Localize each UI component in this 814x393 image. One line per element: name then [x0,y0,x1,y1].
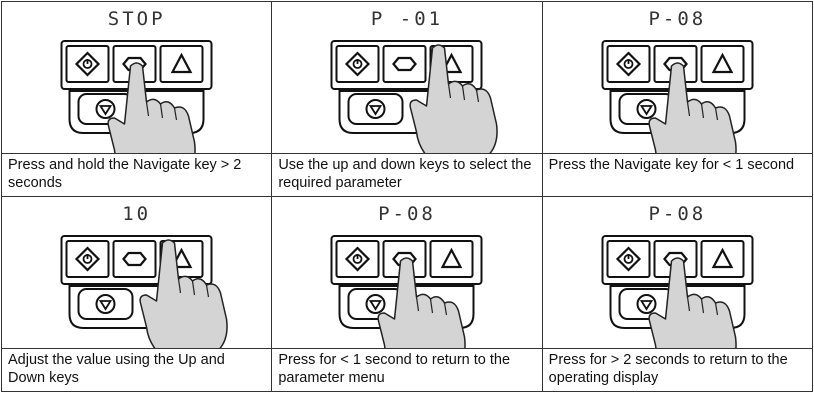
keypad-illustration [330,235,483,348]
step-caption: Press for < 1 second to return to the pa… [271,348,543,392]
down-icon [636,294,657,314]
lcd-display: STOP [107,8,166,30]
keypad-illustration [330,40,499,153]
lcd-display: P-08 [378,203,436,225]
figure-row-2: 10 P-08 P-08 [0,196,814,349]
caption-row-2: Adjust the value using the Up and Down k… [0,348,814,392]
navigate-icon [392,56,418,72]
step-caption: Adjust the value using the Up and Down k… [0,348,273,392]
step-figure: STOP [0,1,273,154]
step-figure: P-08 [271,196,543,349]
up-icon [711,52,733,74]
step-figure: 10 [0,196,273,349]
pointing-hand-icon [648,62,737,153]
figure-row-1: STOP P -01 P-08 [0,1,814,154]
down-icon [365,294,386,314]
down-icon [95,294,116,314]
keypad-illustration [601,235,754,348]
pointing-hand-icon [139,239,228,348]
up-icon [441,247,463,269]
down-key [347,93,404,125]
step-figure: P-08 [541,1,814,154]
pointing-hand-icon [409,44,499,153]
pointing-hand-icon [107,62,196,153]
step-figure: P-08 [541,196,814,349]
lcd-display: P-08 [648,8,707,30]
up-icon [711,247,733,269]
step-caption: Use the up and down keys to select the r… [271,153,543,197]
step-figure: P -01 [271,1,543,154]
lcd-display: P -01 [370,8,444,30]
up-icon [170,52,193,74]
keypad-illustration [601,40,754,153]
pointing-hand-icon [648,257,737,348]
down-key [77,288,134,320]
keypad-illustration [60,40,213,153]
step-caption: Press for > 2 seconds to return to the o… [541,348,814,392]
down-icon [636,99,657,119]
step-caption: Press and hold the Navigate key > 2 seco… [0,153,273,197]
lcd-display: 10 [122,203,152,225]
step-caption: Press the Navigate key for < 1 second [541,153,814,197]
keypad-illustration [60,235,228,348]
down-icon [95,99,116,119]
caption-row-1: Press and hold the Navigate key > 2 seco… [0,153,814,197]
pointing-hand-icon [377,257,467,348]
down-icon [365,99,386,119]
navigate-icon [122,251,147,267]
lcd-display: P-08 [648,203,707,225]
